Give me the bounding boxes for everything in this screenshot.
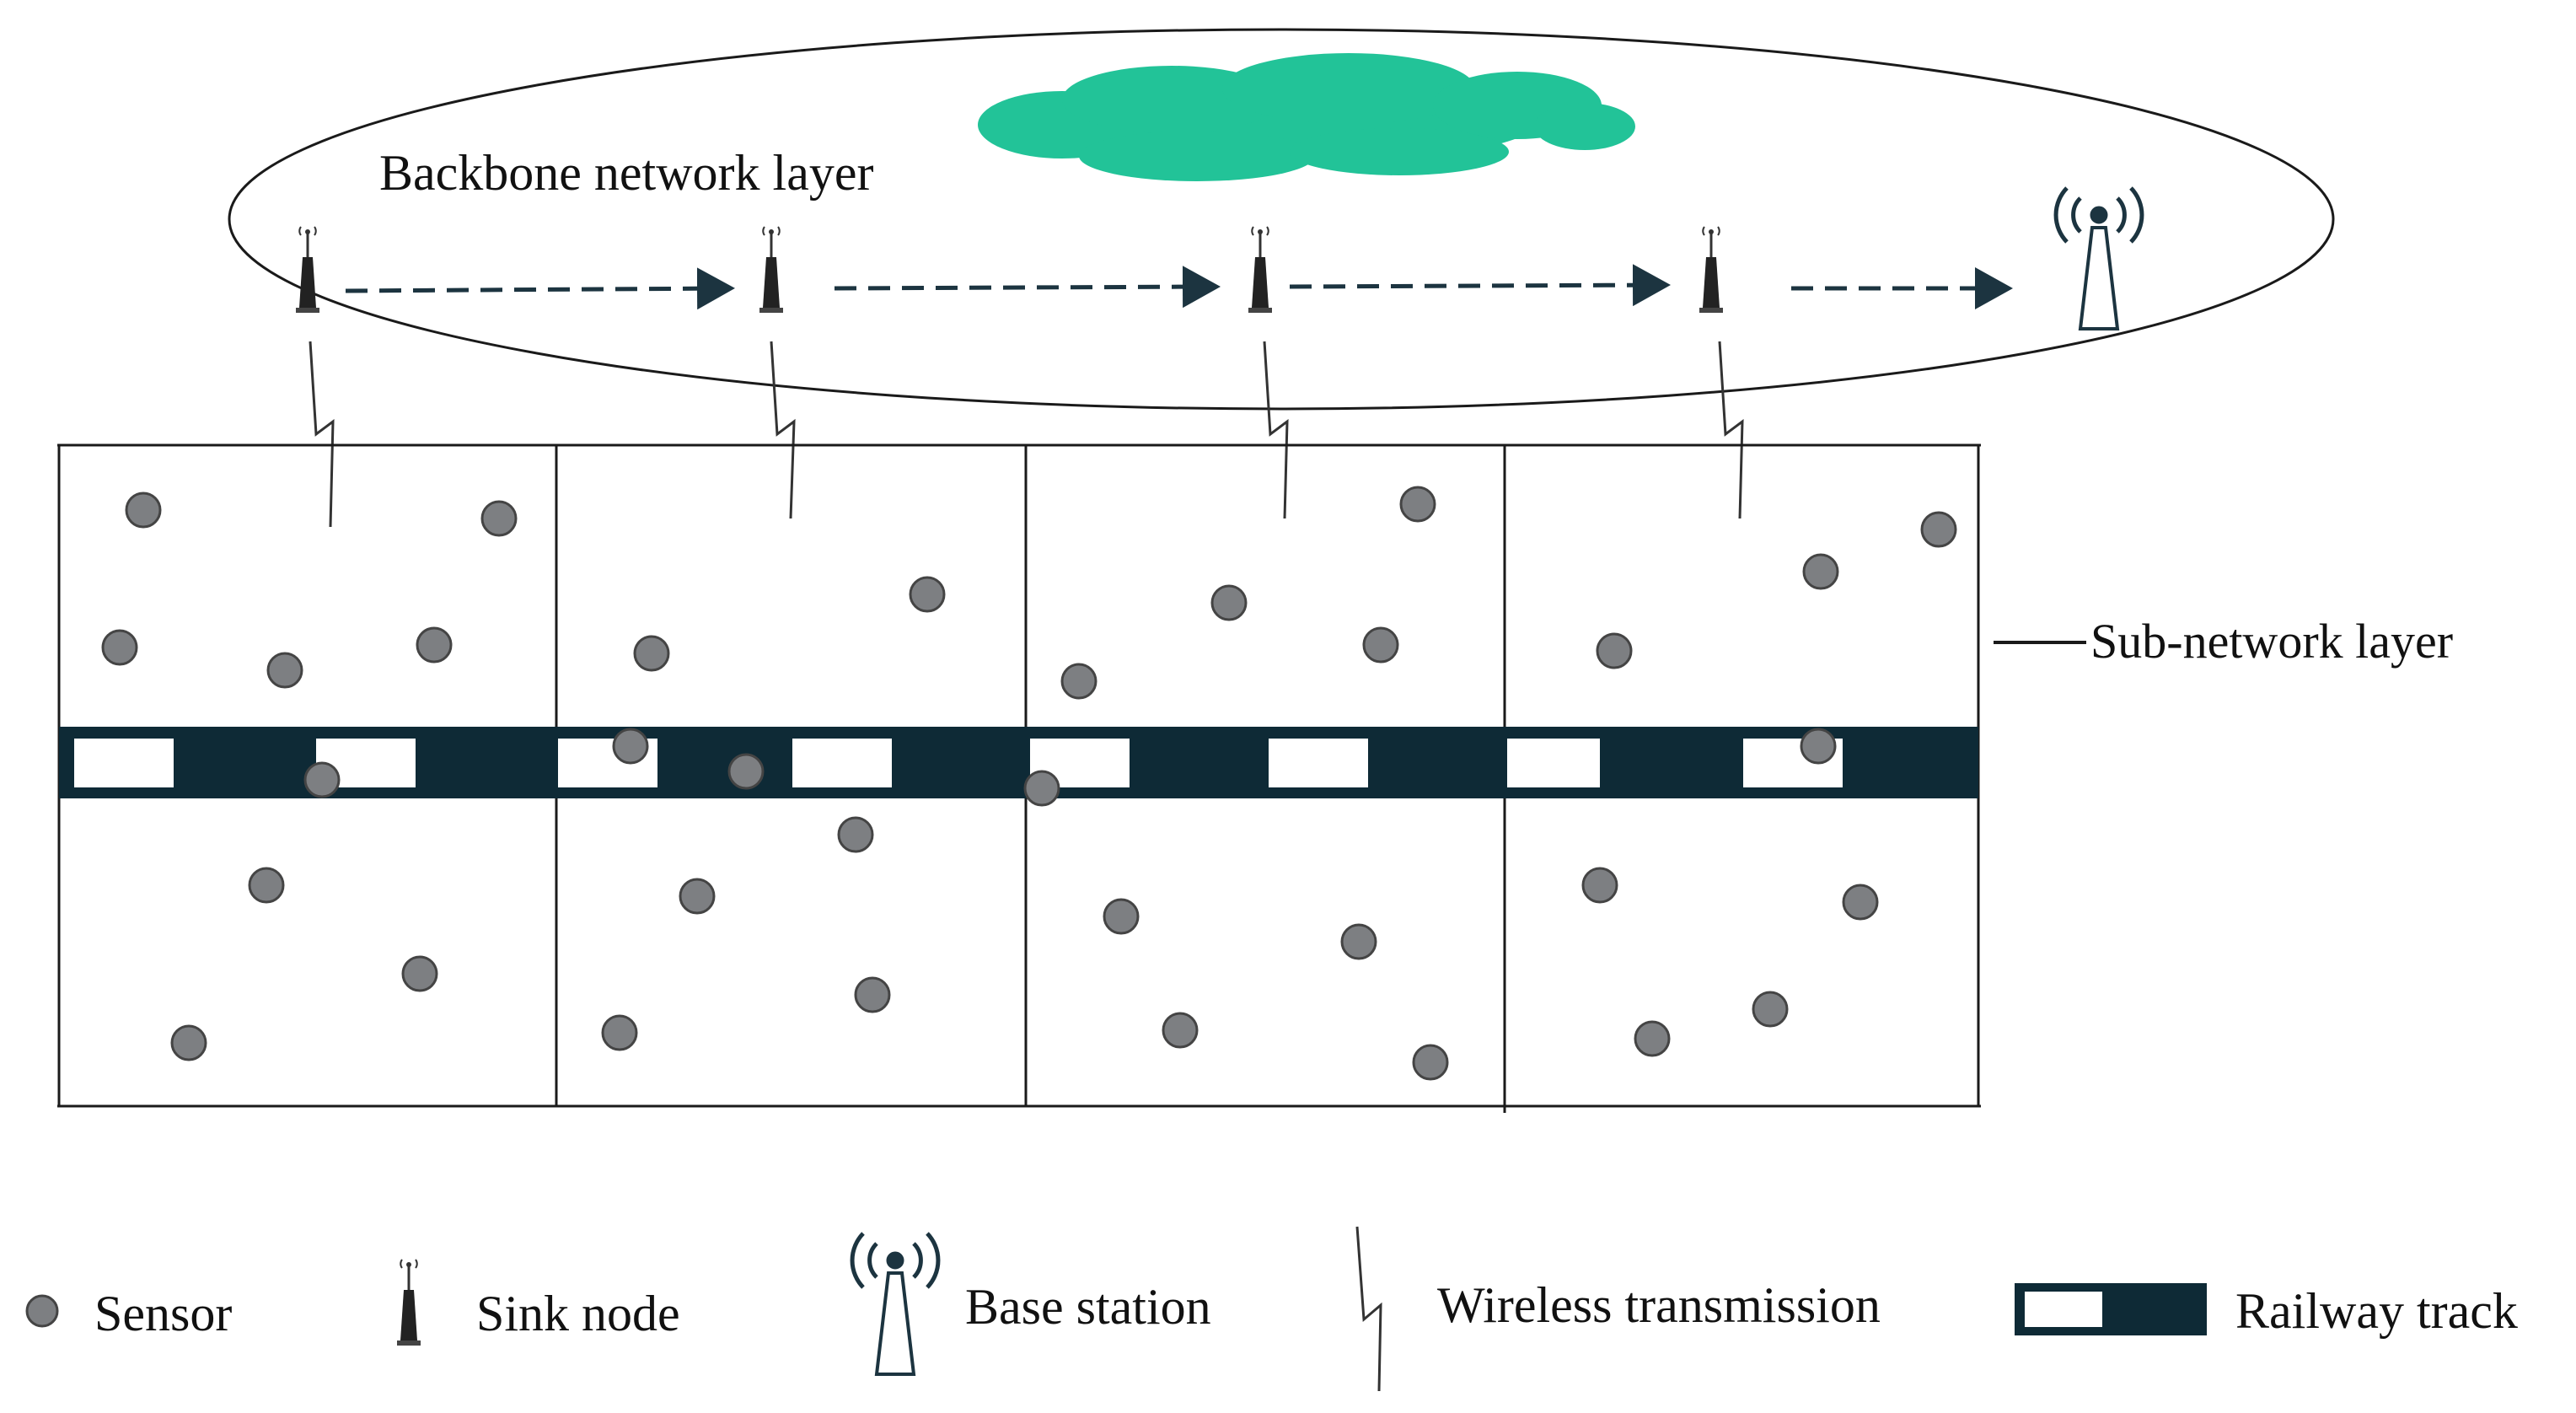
sink-node-3 (1247, 225, 1274, 314)
sensor (1103, 898, 1140, 935)
sink-node-icon (395, 1258, 422, 1347)
sensor (170, 1024, 207, 1061)
sensor (1802, 553, 1839, 590)
sink-node-icon (1247, 225, 1274, 314)
backbone-layer-ellipse (228, 28, 2335, 411)
wireless-transmission-icon (1263, 341, 1289, 519)
sink-node-1 (294, 225, 321, 314)
legend-wireless-label: Wireless transmission (1437, 1277, 1881, 1333)
wireless-transmission-icon (770, 341, 796, 519)
sensor (601, 1014, 638, 1051)
sensor (1060, 663, 1097, 700)
legend-sensor-label: Sensor (94, 1286, 232, 1341)
link-arrow (345, 267, 735, 310)
sensor (248, 867, 285, 904)
legend: Sensor Sink node Base station Wireless t… (25, 1226, 2518, 1392)
sink-node-2 (758, 225, 785, 314)
sensor (1210, 584, 1248, 621)
sensor (854, 976, 891, 1013)
sensor (1162, 1012, 1199, 1049)
backbone-layer-label: Backbone network layer (379, 145, 873, 201)
sensor (909, 576, 946, 613)
sink-node-icon (1698, 225, 1725, 314)
base-station-icon (2053, 186, 2144, 330)
sensor (727, 753, 765, 790)
sensor (401, 955, 438, 992)
sensor (1752, 991, 1789, 1028)
sensor (1399, 486, 1436, 523)
wireless-transmission-icon (1355, 1226, 1382, 1392)
railway-track (59, 727, 1978, 798)
sensor (101, 629, 138, 666)
sensor (480, 500, 518, 537)
sensor (303, 761, 341, 798)
sensor (266, 652, 303, 689)
legend-sink-label: Sink node (476, 1286, 680, 1341)
sensor (612, 728, 649, 765)
sensor (1412, 1044, 1449, 1081)
sensor (1920, 511, 1957, 548)
sensor (1362, 626, 1399, 664)
sink-node-icon (758, 225, 785, 314)
sink-node-4 (1698, 225, 1725, 314)
sensor (633, 635, 670, 672)
wireless-transmission-icon (1718, 341, 1744, 519)
sink-node-icon (294, 225, 321, 314)
sensor (1634, 1020, 1671, 1057)
wireless-links (309, 341, 1744, 528)
sensor (1581, 867, 1618, 904)
sensor-icon (25, 1294, 59, 1328)
sensor (1842, 884, 1879, 921)
link-arrow (834, 266, 1221, 309)
base-station-icon (850, 1232, 941, 1376)
sub-network-layer-label: Sub-network layer (2090, 614, 2453, 669)
sensor (125, 492, 162, 529)
legend-base-label: Base station (965, 1279, 1211, 1335)
railway-track-icon (2015, 1283, 2207, 1335)
sensor (1800, 728, 1837, 765)
link-arrow (1289, 264, 1671, 307)
legend-track-label: Railway track (2235, 1283, 2518, 1339)
sensor (1340, 923, 1377, 960)
sensor (837, 816, 874, 853)
wireless-transmission-icon (309, 341, 335, 528)
sensor (679, 878, 716, 915)
sensor (1023, 770, 1060, 807)
sensor (1596, 632, 1633, 669)
backbone-links (345, 264, 2013, 310)
sensors (101, 486, 1957, 1081)
sensor (416, 626, 453, 664)
cloud-icon (978, 53, 1635, 181)
